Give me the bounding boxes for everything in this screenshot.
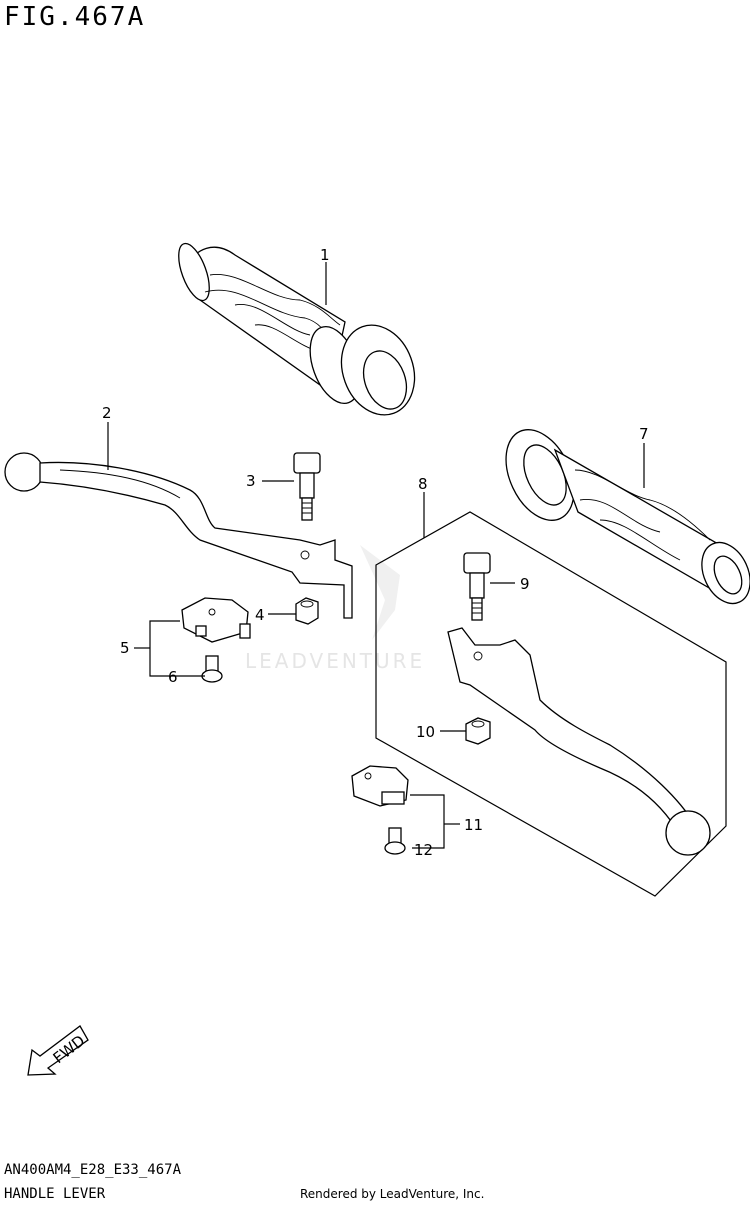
watermark: LEADVENTURE (245, 545, 425, 673)
callout-6: 6 (168, 668, 178, 686)
figure-code: AN400AM4_E28_E33_467A (4, 1162, 182, 1178)
lever-part-2[interactable] (4, 452, 353, 619)
watermark-text: LEADVENTURE (245, 649, 425, 673)
render-credit: Rendered by LeadVenture, Inc. (300, 1187, 485, 1201)
switch-part-11[interactable] (351, 765, 409, 807)
callout-9: 9 (520, 575, 530, 593)
callout-8: 8 (418, 475, 428, 493)
callout-2: 2 (102, 404, 112, 422)
callout-11: 11 (464, 816, 483, 834)
grip-part-7[interactable] (493, 419, 750, 611)
nut-part-10[interactable] (465, 717, 491, 745)
screw-part-6[interactable] (201, 655, 223, 683)
callout-1: 1 (320, 246, 330, 264)
callout-7: 7 (639, 425, 649, 443)
bolt-part-3[interactable] (293, 452, 321, 521)
switch-part-5[interactable] (181, 597, 251, 643)
leader-lines (107, 262, 645, 849)
callout-5: 5 (120, 639, 130, 657)
fwd-arrow-icon: FWD (27, 1025, 89, 1076)
figure-title: FIG.467A (4, 2, 146, 32)
nut-part-4[interactable] (295, 597, 319, 625)
screw-part-12[interactable] (384, 827, 406, 855)
lever-part-8[interactable] (447, 627, 711, 856)
callout-3: 3 (246, 472, 256, 490)
callout-10: 10 (416, 723, 435, 741)
callout-4: 4 (255, 606, 265, 624)
grip-part-1[interactable] (172, 240, 426, 425)
figure-name: HANDLE LEVER (4, 1186, 106, 1202)
kit-outline-8 (375, 511, 727, 897)
callout-12: 12 (414, 841, 433, 859)
bolt-part-9[interactable] (463, 552, 491, 621)
